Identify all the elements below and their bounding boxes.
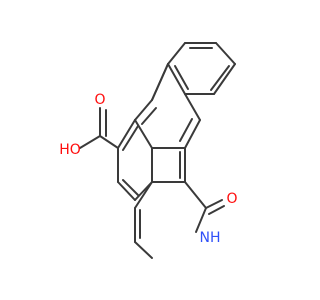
molecule-structure: O NH O HO bbox=[59, 42, 238, 259]
nh-label: NH bbox=[200, 230, 221, 246]
carboxyl-bonds bbox=[79, 107, 119, 149]
bond bbox=[134, 181, 153, 209]
ring-d-bonds bbox=[134, 147, 207, 259]
ring-b-bonds bbox=[134, 63, 201, 149]
double-bond-inner bbox=[174, 65, 189, 90]
double-bond bbox=[208, 205, 225, 215]
bond bbox=[134, 119, 153, 149]
double-bond-inner bbox=[179, 118, 193, 142]
carbonyl-bonds bbox=[205, 199, 225, 215]
molecule-canvas: O NH O HO bbox=[59, 42, 238, 259]
bond bbox=[99, 135, 119, 149]
bond bbox=[195, 207, 207, 233]
double-bond-inner bbox=[122, 179, 139, 196]
ring-a-bonds bbox=[167, 42, 236, 95]
bond bbox=[167, 63, 186, 95]
bond bbox=[134, 99, 153, 121]
double-bond-inner bbox=[122, 125, 139, 151]
bond bbox=[184, 181, 207, 209]
hydroxyl-label: HO bbox=[59, 142, 81, 158]
bond bbox=[79, 135, 101, 149]
double-bond-inner bbox=[210, 65, 230, 91]
double-bond-inner bbox=[141, 107, 157, 125]
bond bbox=[117, 119, 136, 149]
bond bbox=[167, 42, 186, 65]
bond bbox=[213, 63, 236, 95]
bond bbox=[134, 241, 153, 259]
bond bbox=[151, 63, 169, 101]
bond bbox=[215, 42, 236, 65]
bond bbox=[184, 119, 201, 149]
carbonyl-oxygen-label: O bbox=[226, 191, 237, 207]
bond bbox=[205, 199, 223, 209]
acid-oxygen-label: O bbox=[94, 92, 105, 108]
bond bbox=[184, 93, 201, 121]
bond bbox=[117, 181, 136, 201]
